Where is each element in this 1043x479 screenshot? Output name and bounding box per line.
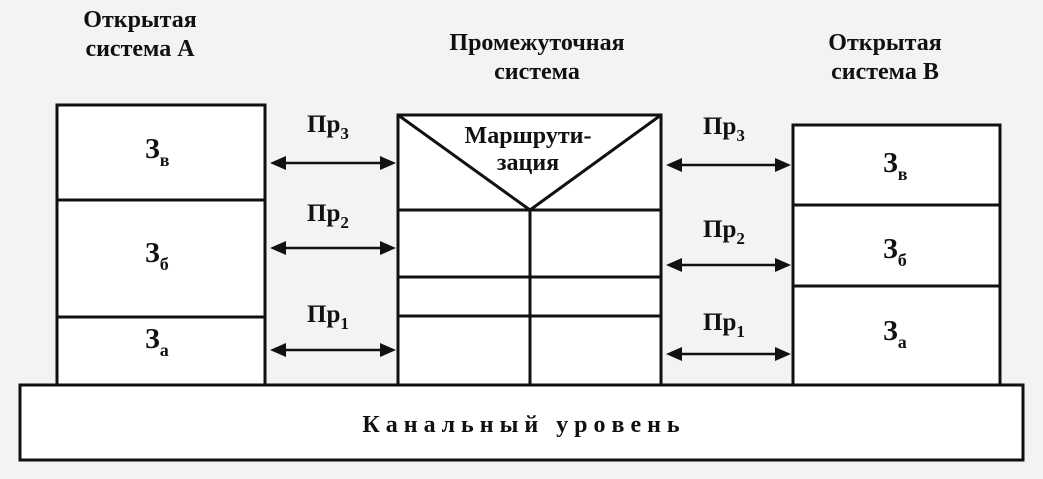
routing-label-line1: Маршрути- [465, 123, 592, 149]
routing-label-line2: зация [497, 150, 559, 176]
routing-diag-left [397, 113, 531, 212]
system-a-layer-v: Зв [145, 134, 170, 170]
system-b-title-line2: система В [831, 59, 939, 85]
system-a-box [55, 103, 267, 387]
system-b-stack: Зв Зб За [791, 123, 1002, 387]
link-layer-bar [18, 383, 1025, 462]
protocol-label-right-3: Пр3 [703, 113, 745, 145]
protocol-label-left-3: Пр3 [307, 111, 349, 143]
intermediate-stack: Маршрути- зация [396, 113, 663, 387]
system-a-stack: Зв Зб За [55, 103, 267, 387]
protocol-arrow-left-1 [270, 343, 396, 357]
protocol-arrow-right-1 [666, 347, 791, 361]
system-a-layer-a: За [145, 324, 169, 360]
system-b-layer-v: Зв [883, 148, 908, 184]
system-b-box [791, 123, 1002, 387]
intermediate-title-line2: система [494, 59, 580, 85]
link-layer-label: К а н а л ь н ы й у р о в е н ь [362, 412, 680, 438]
protocol-label-left-1: Пр1 [307, 301, 349, 333]
protocol-arrow-right-3 [666, 158, 791, 172]
system-b-layer-b: Зб [883, 234, 907, 270]
routing-diag-right [529, 113, 662, 212]
protocol-label-right-2: Пр2 [703, 216, 745, 248]
protocol-label-right-1: Пр1 [703, 309, 745, 341]
intermediate-title-line1: Промежуточная [449, 30, 624, 56]
protocol-arrow-left-2 [270, 241, 396, 255]
system-a-layer-b: Зб [145, 238, 169, 274]
system-b-layer-a: За [883, 316, 907, 352]
system-a-title-line1: Открытая [83, 7, 196, 33]
system-a-title-line2: система А [85, 36, 195, 62]
protocol-label-left-2: Пр2 [307, 200, 349, 232]
system-b-title-line1: Открытая [828, 30, 941, 56]
protocol-arrow-right-2 [666, 258, 791, 272]
protocol-arrow-left-3 [270, 156, 396, 170]
